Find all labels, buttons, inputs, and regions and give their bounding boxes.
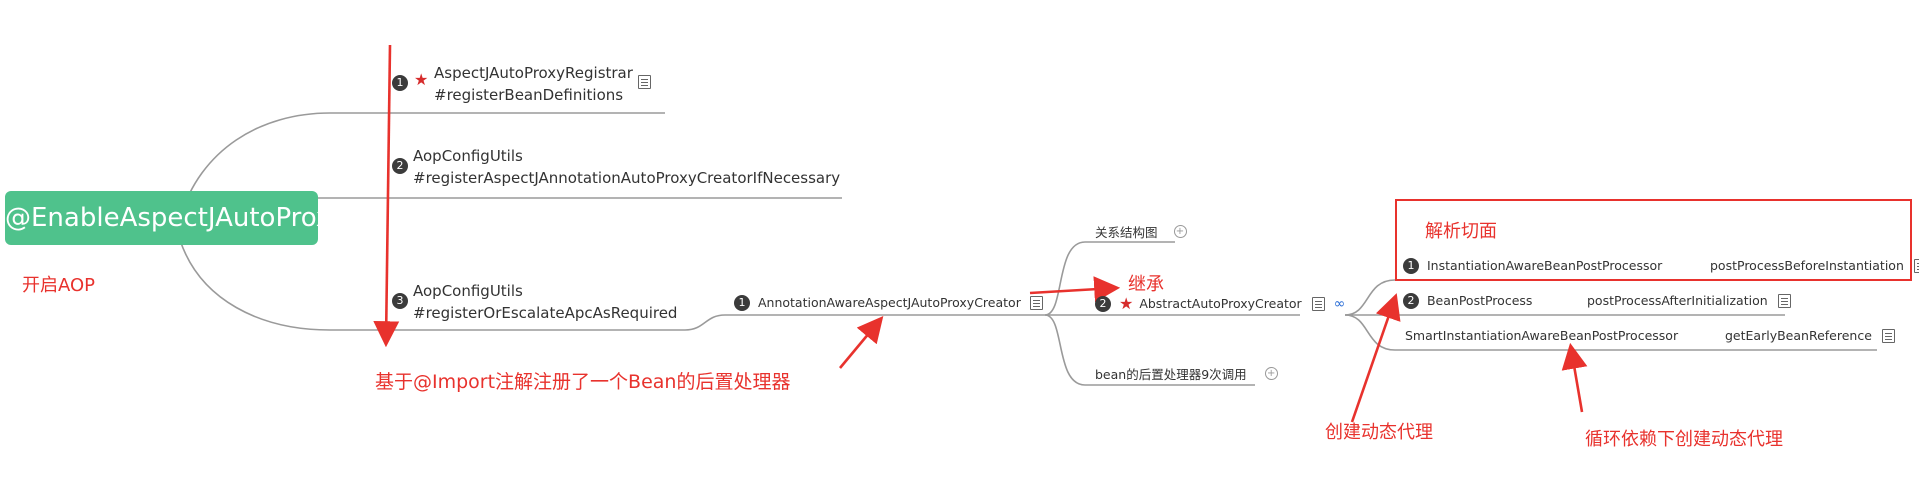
branch-line2: #registerAspectJAnnotationAutoProxyCreat… <box>413 169 841 187</box>
parse-aspect-box <box>1395 199 1912 281</box>
root-note: 开启AOP <box>22 275 96 296</box>
note-icon[interactable] <box>1777 293 1791 308</box>
processor-method-2[interactable]: postProcessAfterInitialization <box>1587 292 1791 308</box>
branch-line2: #registerBeanDefinitions <box>434 86 624 104</box>
priority-1-icon: 1 <box>734 294 750 311</box>
branch-line2: #registerOrEscalateApcAsRequired <box>413 304 678 322</box>
processor-row-1[interactable]: 1 InstantiationAwareBeanPostProcessor <box>1403 257 1662 274</box>
method-label: postProcessBeforeInstantiation <box>1710 258 1904 273</box>
create-proxy-note: 创建动态代理 <box>1325 422 1433 443</box>
abstract-node[interactable]: 2 ★ AbstractAutoProxyCreator ∞ <box>1095 294 1345 313</box>
processor-name: InstantiationAwareBeanPostProcessor <box>1426 258 1663 273</box>
branch-line1: AopConfigUtils <box>413 282 523 300</box>
processor-method-3[interactable]: getEarlyBeanReference <box>1725 327 1895 343</box>
processor-name: SmartInstantiationAwareBeanPostProcessor <box>1405 328 1679 343</box>
priority-1-icon: 1 <box>1403 257 1419 274</box>
branch-line1: AspectJAutoProxyRegistrar <box>434 64 633 82</box>
bean-calls-label: bean的后置处理器9次调用 <box>1095 367 1247 382</box>
note-icon[interactable] <box>638 75 651 89</box>
import-note: 基于@Import注解注册了一个Bean的后置处理器 <box>375 371 791 393</box>
processor-method-1[interactable]: postProcessBeforeInstantiation <box>1710 257 1919 273</box>
creator-label: AnnotationAwareAspectJAutoProxyCreator <box>757 295 1021 310</box>
processor-row-3[interactable]: SmartInstantiationAwareBeanPostProcessor <box>1405 327 1678 343</box>
star-icon: ★ <box>1118 294 1134 313</box>
parse-aspect-note: 解析切面 <box>1425 221 1497 242</box>
priority-3-icon: 3 <box>392 293 408 309</box>
abstract-label: AbstractAutoProxyCreator <box>1139 296 1302 311</box>
note-icon[interactable] <box>1913 258 1919 273</box>
expand-icon[interactable]: + <box>1173 225 1187 238</box>
note-icon[interactable] <box>1881 328 1895 343</box>
circular-proxy-note: 循环依赖下创建动态代理 <box>1585 429 1783 450</box>
expand-icon[interactable]: + <box>1264 367 1278 380</box>
link-icon[interactable]: ∞ <box>1333 295 1346 312</box>
bean-calls-node[interactable]: bean的后置处理器9次调用 + <box>1095 364 1278 383</box>
branch-line1: AopConfigUtils <box>413 147 523 165</box>
priority-1-icon: 1 <box>392 75 408 91</box>
method-label: postProcessAfterInitialization <box>1587 293 1768 308</box>
note-icon[interactable] <box>1311 296 1325 311</box>
relation-node[interactable]: 关系结构图 + <box>1095 222 1187 241</box>
star-icon: ★ <box>414 70 429 89</box>
creator-node[interactable]: 1 AnnotationAwareAspectJAutoProxyCreator <box>734 294 1043 311</box>
root-node[interactable]: @EnableAspectJAutoProxy <box>5 191 347 245</box>
priority-2-icon: 2 <box>1403 292 1419 309</box>
method-label: getEarlyBeanReference <box>1725 328 1872 343</box>
processor-name: BeanPostProcess <box>1426 293 1533 308</box>
priority-2-icon: 2 <box>1095 295 1111 312</box>
inherit-note: 继承 <box>1128 274 1164 295</box>
note-icon[interactable] <box>1029 295 1043 310</box>
processor-row-2[interactable]: 2 BeanPostProcess <box>1403 292 1532 309</box>
priority-2-icon: 2 <box>392 158 408 174</box>
relation-label: 关系结构图 <box>1095 225 1158 240</box>
